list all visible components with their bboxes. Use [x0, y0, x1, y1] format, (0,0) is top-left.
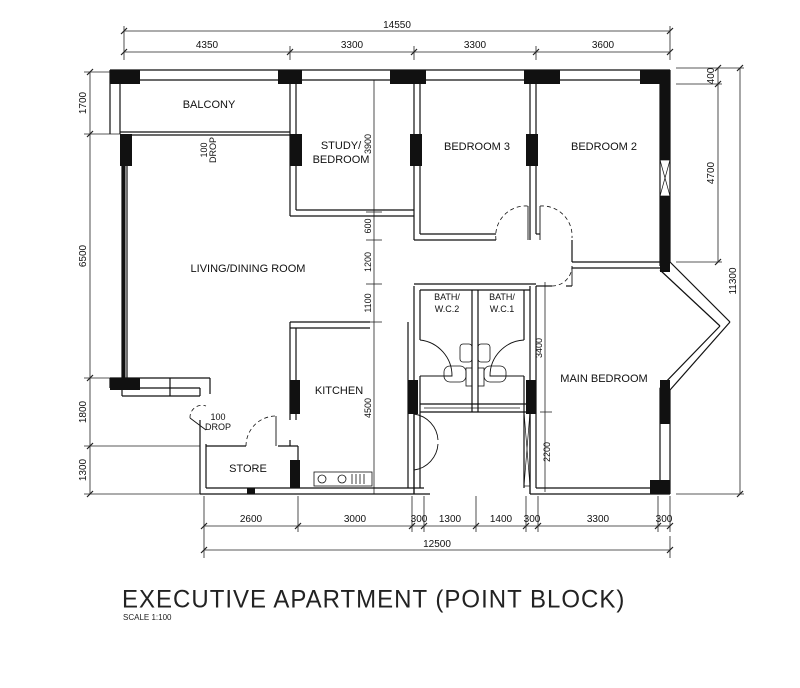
dim-bottom-2: 3000 — [344, 514, 367, 525]
walls — [109, 69, 731, 495]
room-label-study-1: STUDY/ — [321, 140, 362, 152]
drop-label-1a: 100 — [199, 142, 209, 157]
room-label-bath2-1: BATH/ — [434, 292, 460, 302]
room-label-bath1-1: BATH/ — [489, 292, 515, 302]
dim-bottom-5: 1400 — [490, 514, 513, 525]
room-label-bath1-2: W.C.1 — [490, 304, 515, 314]
room-label-living: LIVING/DINING ROOM — [191, 263, 306, 275]
dimension-ticks — [86, 27, 744, 554]
drop-label-1b: DROP — [208, 137, 218, 163]
dim-bottom-6: 300 — [524, 514, 541, 525]
dim-bottom-8: 300 — [656, 514, 673, 525]
dim-bottom-total: 12500 — [423, 539, 451, 550]
dim-bottom-4: 1300 — [439, 514, 462, 525]
dim-inner-3: 1200 — [363, 252, 373, 272]
dim-right-2: 4700 — [706, 161, 717, 184]
dim-left-4: 1300 — [78, 458, 89, 481]
dim-inner-7: 2200 — [542, 442, 552, 462]
room-label-bath2-2: W.C.2 — [435, 304, 460, 314]
room-label-kitchen: KITCHEN — [315, 385, 363, 397]
dim-bottom-7: 3300 — [587, 514, 610, 525]
room-label-bedroom2: BEDROOM 2 — [571, 141, 637, 153]
room-label-study-2: BEDROOM — [313, 154, 370, 166]
kitchen-sink — [313, 471, 373, 487]
dim-right-total: 11300 — [728, 267, 739, 295]
door-swings — [189, 205, 573, 447]
room-label-store: STORE — [229, 463, 267, 475]
room-label-main-bedroom: MAIN BEDROOM — [560, 373, 647, 385]
dim-right-1: 400 — [706, 67, 717, 84]
dim-inner-5: 4500 — [363, 398, 373, 418]
dim-bottom-3: 300 — [411, 514, 428, 525]
structural-columns — [110, 70, 670, 494]
corridor-rail — [420, 403, 524, 409]
dim-bottom-1: 2600 — [240, 514, 263, 525]
dim-left-2: 6500 — [78, 244, 89, 267]
dim-left-3: 1800 — [78, 400, 89, 423]
dim-top-seg-1: 4350 — [196, 40, 219, 51]
dim-inner-4: 1100 — [363, 293, 373, 312]
drawing-title: EXECUTIVE APARTMENT (POINT BLOCK) — [122, 585, 626, 614]
dim-top-seg-2: 3300 — [341, 40, 364, 51]
door-leaves — [189, 206, 573, 471]
dim-top-seg-4: 3600 — [592, 40, 615, 51]
cabinet-marks — [523, 159, 671, 487]
bath-fixtures — [443, 343, 507, 387]
dim-inner-6: 3400 — [534, 338, 544, 358]
dim-top-seg-3: 3300 — [464, 40, 487, 51]
dim-top-total: 14550 — [383, 20, 411, 31]
dim-left-1: 1700 — [78, 91, 89, 114]
drop-label-2b: DROP — [205, 422, 231, 432]
dim-inner-2: 600 — [363, 218, 373, 233]
room-label-bedroom3: BEDROOM 3 — [444, 141, 510, 153]
drop-label-2a: 100 — [210, 412, 225, 422]
dim-inner-1: 3900 — [363, 134, 373, 154]
drawing-scale: SCALE 1:100 — [123, 613, 172, 622]
room-label-balcony: BALCONY — [183, 99, 236, 111]
